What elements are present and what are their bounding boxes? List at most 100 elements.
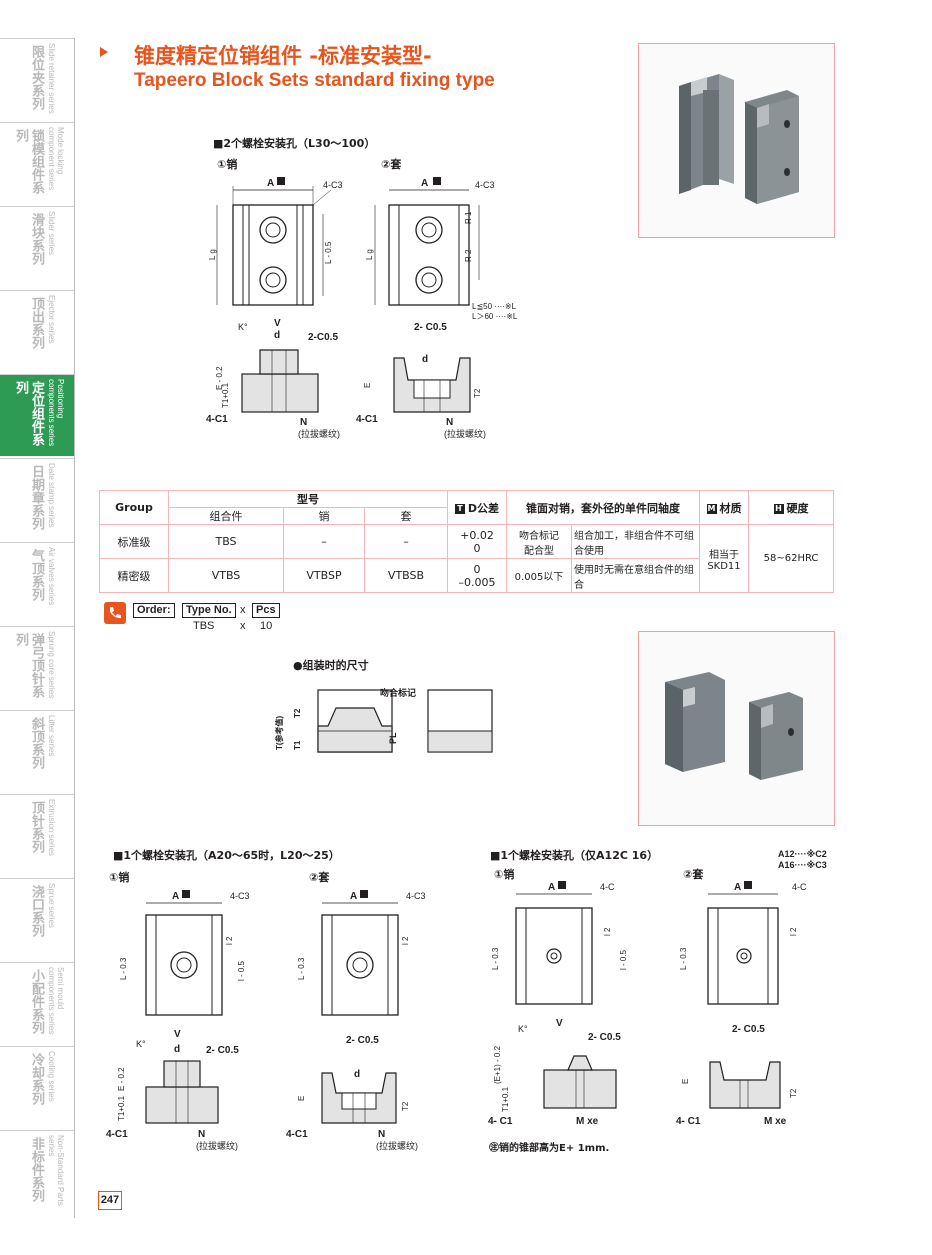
page-title-cn: 锥度精定位销组件 -标准安装型-	[134, 44, 432, 68]
drawing-sleeve-front-1bolt-a: 2- C0.5 d 4-C1 N (拉拔螺纹) E T2	[286, 1035, 418, 1151]
sidebar-item-label: 斜顶系列	[29, 717, 44, 769]
label-match-mark: 吻合标记	[380, 687, 416, 698]
sidebar-item-sublabel: Positioning components series	[47, 379, 65, 447]
label-pin: ①销	[217, 158, 238, 171]
sidebar-item-label: 顶出系列	[29, 297, 44, 349]
dim-d: d	[354, 1069, 360, 1080]
sidebar-item-sublabel: Extrusion series	[47, 799, 56, 856]
label-pl: PL	[388, 732, 398, 744]
cell-std-pin: –	[283, 524, 365, 559]
dim-e1: (E+1) - 0.2	[493, 1045, 502, 1084]
sidebar-item-sublabel: Ejector series	[47, 295, 56, 344]
dim-l03: L - 0.3	[297, 957, 306, 980]
row-std-group: 标准级	[99, 524, 169, 559]
dim-l03: L - 0.3	[119, 957, 128, 980]
drawing-pin-front-1bolt-b: K° V 2- C0.5 4- C1 M xe (E+1) - 0.2 T1+0…	[488, 1018, 621, 1127]
dim-d: d	[422, 354, 428, 365]
drawing-sleeve-top-2bolt: A 4-C3 L g R 1 R 2	[365, 177, 495, 306]
title-arrow-icon	[100, 47, 108, 57]
dim-e: E - 0.2	[117, 1067, 126, 1091]
tapered-block-photo-icon	[679, 74, 799, 204]
dim-mxe: M xe	[764, 1116, 787, 1127]
dim-r2: R 2	[464, 249, 473, 262]
dim-k: K°	[518, 1024, 528, 1034]
drawing-pin-top-2bolt: A 4-C3 L g L - 0.5	[208, 177, 343, 306]
sidebar-item-label: 浇口系列	[29, 885, 44, 937]
dim-r1: R 1	[464, 211, 473, 224]
dim-t1: T1+0.1	[117, 1095, 126, 1121]
chamfer-note: A12····※C2 A16····※C3	[778, 849, 827, 870]
label-t1: T1	[293, 740, 302, 750]
phone-order-icon	[104, 602, 126, 624]
th-set: 组合件	[168, 507, 284, 525]
drawing-assembly: 吻合标记 PL T(参考值) T2 T1	[274, 687, 493, 753]
sidebar-item-label: 非标件系列	[29, 1137, 44, 1202]
drawing-sleeve-front-1bolt-b: 2- C0.5 4- C1 M xe E T2	[676, 1024, 798, 1127]
section-title-one-bolt-b: ■1个螺栓安装孔（仅A12C 16）	[490, 849, 659, 862]
l-tolerance-note: L≦50 ····※L L＞60 ····※L	[472, 302, 518, 321]
dim-c05: 2-C0.5	[308, 332, 338, 343]
sidebar-item-sublabel: Cooling series	[47, 1051, 56, 1102]
cell-prec-coax: 0.005以下	[506, 558, 572, 593]
th-model: 型号	[168, 490, 448, 508]
dim-a: A	[548, 882, 555, 893]
order-pcs-box: Pcs	[252, 603, 280, 618]
label-t-ref: T(参考值)	[274, 715, 284, 750]
dim-t2: T2	[401, 1101, 410, 1111]
dim-c05: 2- C0.5	[346, 1035, 379, 1046]
order-example-x: x	[240, 620, 246, 632]
section-title-two-bolt: ■2个螺栓安装孔（L30～100）	[213, 137, 376, 150]
cell-std-mark: 吻合标记配合型	[506, 524, 572, 559]
sidebar-item-sublabel: Lifter series	[47, 715, 56, 757]
drawing-pin-front-1bolt-a: K° V d 2- C0.5 4-C1 N (拉拔螺纹) E - 0.2 T1+…	[106, 1029, 239, 1151]
dim-c1: 4-C1	[356, 414, 378, 425]
dim-lg: L g	[208, 249, 217, 260]
dim-chamfer: 4-C3	[406, 891, 426, 901]
dim-k: K°	[136, 1039, 146, 1049]
sidebar-item-sublabel: Air valves series	[47, 547, 56, 606]
dim-c05: 2- C0.5	[732, 1024, 765, 1035]
dim-l05: L - 0.5	[324, 241, 333, 264]
page-number: 247	[98, 1191, 122, 1210]
order-example-pcs: 10	[260, 620, 273, 632]
cell-std-sleeve: –	[364, 524, 448, 559]
sidebar-item-label: 日期章系列	[29, 465, 44, 530]
dim-a: A	[172, 891, 179, 902]
dim-l2: l 2	[789, 927, 798, 936]
dim-n: N	[378, 1129, 385, 1140]
dim-c1: 4-C1	[106, 1129, 128, 1140]
sidebar-item-label: 锁模组件系列	[13, 129, 44, 194]
label-pin-a: ①销	[109, 871, 130, 884]
dim-c05: 2- C0.5	[206, 1045, 239, 1056]
dim-t1: T1+0.1	[221, 382, 230, 408]
label-pin-b: ①销	[494, 868, 515, 881]
dim-chamfer: 4-C3	[323, 180, 343, 190]
drawing-pin-front-2bolt: K° V d 2-C0.5 4-C1 N (拉拔螺纹) E - 0.2 T1+0…	[206, 318, 340, 439]
dim-l2: l 2	[401, 936, 410, 945]
drawing-pin-top-1bolt-b: A 4-C L - 0.3 l 2 l - 0.5	[491, 881, 628, 1005]
tapered-block-assembled-photo-icon	[665, 672, 803, 780]
dim-t2: T2	[789, 1088, 798, 1098]
cell-prec-sleeve: VTBSB	[364, 558, 448, 593]
cell-std-desc: 组合加工，非组合件不可组合使用	[571, 524, 700, 559]
drawing-pin-top-1bolt-a: A 4-C3 L - 0.3 l 2 l - 0.5	[119, 890, 250, 1016]
dim-d: d	[174, 1044, 180, 1055]
cell-prec-set: VTBS	[168, 558, 284, 593]
dim-n: N	[446, 417, 453, 428]
